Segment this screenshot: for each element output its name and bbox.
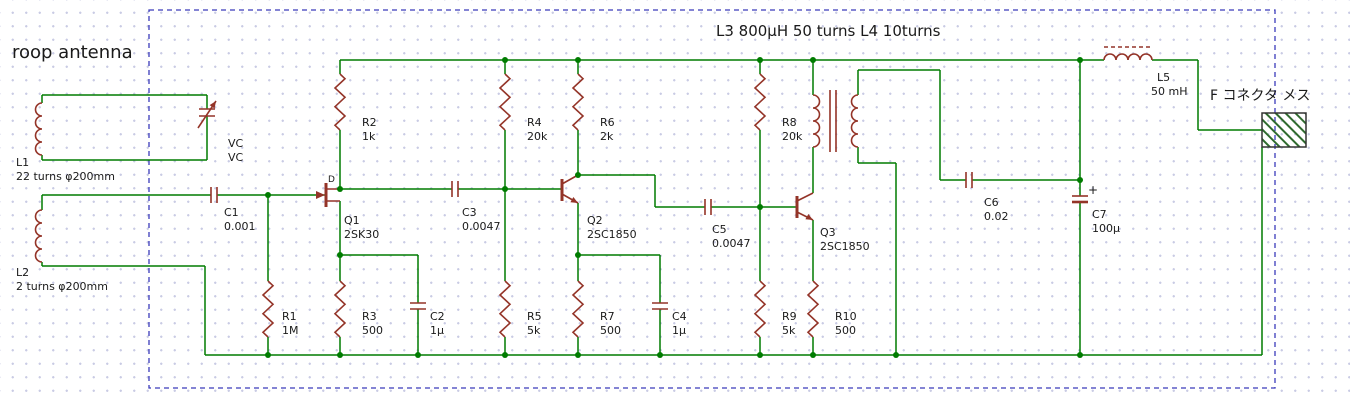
label-R3-value: 500 xyxy=(362,324,383,337)
resistor-R1 xyxy=(262,280,274,338)
label-L2-value: 2 turns φ200mm xyxy=(16,280,108,293)
resistor-R7 xyxy=(572,280,584,338)
label-C1-value: 0.001 xyxy=(224,220,256,233)
label-C6-value: 0.02 xyxy=(984,210,1009,223)
label-R6-value: 2k xyxy=(600,130,614,143)
resistor-R6 xyxy=(572,73,584,131)
label-C2-ref: C2 xyxy=(430,310,445,323)
label-VC-value: VC xyxy=(228,151,244,164)
label-C5-value: 0.0047 xyxy=(712,237,751,250)
label-R8-value: 20k xyxy=(782,130,803,143)
label-Q2-ref: Q2 xyxy=(587,214,603,227)
variable-capacitor-VC xyxy=(197,100,217,129)
resistor-R10 xyxy=(807,280,819,338)
capacitor-C5 xyxy=(704,198,712,216)
capacitor-C6 xyxy=(965,171,973,189)
label-R4-ref: R4 xyxy=(527,116,542,129)
label-Q2-value: 2SC1850 xyxy=(587,228,637,241)
label-L5-value: 50 mH xyxy=(1151,85,1187,98)
inductor-L1 xyxy=(34,102,43,156)
label-C6-ref: C6 xyxy=(984,196,999,209)
connector-label: F コネクタ メス xyxy=(1210,88,1310,104)
capacitor-C7-electrolytic xyxy=(1072,195,1088,204)
capacitor-C3 xyxy=(451,180,459,198)
label-R1-value: 1M xyxy=(282,324,299,337)
label-R7-ref: R7 xyxy=(600,310,615,323)
label-R10-ref: R10 xyxy=(835,310,857,323)
label-R9-ref: R9 xyxy=(782,310,797,323)
label-R5-value: 5k xyxy=(527,324,541,337)
label-Q1-pin: D xyxy=(328,175,335,185)
sheet-border xyxy=(148,9,1276,389)
label-L1-value: 22 turns φ200mm xyxy=(16,170,115,183)
transformer-L3-L4 xyxy=(812,90,859,152)
resistor-R8 xyxy=(754,73,766,131)
label-C3-value: 0.0047 xyxy=(462,220,501,233)
label-R9-value: 5k xyxy=(782,324,796,337)
label-Q3-ref: Q3 xyxy=(820,226,836,239)
wire-net xyxy=(41,59,1263,356)
label-C7-ref: C7 xyxy=(1092,208,1107,221)
jfet-Q1 xyxy=(316,183,340,207)
transformer-note: L3 800μH 50 turns L4 10turns xyxy=(716,22,941,40)
resistor-R3 xyxy=(334,280,346,338)
label-C4-value: 1μ xyxy=(672,324,686,337)
label-R2-value: 1k xyxy=(362,130,376,143)
antenna-title: roop antenna xyxy=(12,42,133,63)
label-Q1-ref: Q1 xyxy=(344,214,360,227)
label-C2-value: 1μ xyxy=(430,324,444,337)
label-Q3-value: 2SC1850 xyxy=(820,240,870,253)
inductor-L2 xyxy=(34,209,43,263)
capacitor-C4 xyxy=(651,302,669,310)
label-C5-ref: C5 xyxy=(712,223,727,236)
npn-Q3 xyxy=(795,192,814,221)
label-VC-ref: VC xyxy=(228,137,244,150)
label-R8-ref: R8 xyxy=(782,116,797,129)
label-C7-polarity: + xyxy=(1088,183,1098,197)
labels: roop antenna L3 800μH 50 turns L4 10turn… xyxy=(12,22,1310,337)
f-connector xyxy=(1261,112,1307,148)
resistor-R4 xyxy=(499,73,511,131)
label-R5-ref: R5 xyxy=(527,310,542,323)
label-R1-ref: R1 xyxy=(282,310,297,323)
label-C3-ref: C3 xyxy=(462,206,477,219)
label-L1-ref: L1 xyxy=(16,156,29,169)
capacitor-C1 xyxy=(210,186,218,204)
label-C4-ref: C4 xyxy=(672,310,687,323)
label-R2-ref: R2 xyxy=(362,116,377,129)
label-Q1-value: 2SK30 xyxy=(344,228,379,241)
label-R4-value: 20k xyxy=(527,130,548,143)
label-R7-value: 500 xyxy=(600,324,621,337)
label-C1-ref: C1 xyxy=(224,206,239,219)
resistor-R2 xyxy=(334,73,346,131)
junction-dots xyxy=(265,57,1083,358)
label-R10-value: 500 xyxy=(835,324,856,337)
label-R6-ref: R6 xyxy=(600,116,615,129)
npn-Q2 xyxy=(560,174,579,204)
label-C7-value: 100μ xyxy=(1092,222,1120,235)
label-R3-ref: R3 xyxy=(362,310,377,323)
inductor-L5 xyxy=(1103,46,1153,61)
label-L5-ref: L5 xyxy=(1157,71,1170,84)
resistor-R9 xyxy=(754,280,766,338)
resistor-R5 xyxy=(499,280,511,338)
label-L2-ref: L2 xyxy=(16,266,29,279)
capacitor-C2 xyxy=(409,302,427,310)
